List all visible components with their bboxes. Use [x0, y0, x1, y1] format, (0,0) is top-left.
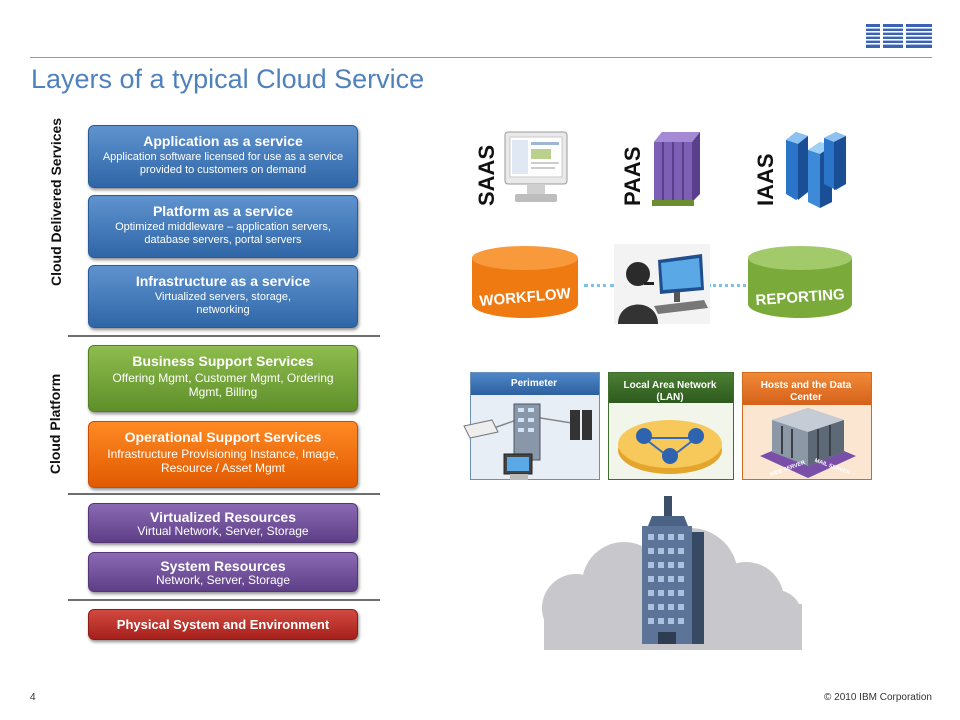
- layer-subtitle: Optimized middleware – application serve…: [115, 221, 331, 246]
- operator-icon: [614, 244, 710, 324]
- datacenter-tile-header: [743, 373, 871, 405]
- ibm-logo: [866, 24, 932, 48]
- layer-business-support-services: Business Support Services Offering Mgmt,…: [88, 345, 358, 412]
- layer-title: System Resources: [160, 558, 286, 574]
- platform-stack-icon: [652, 132, 700, 206]
- layer-title: Operational Support Services: [124, 429, 322, 445]
- layer-subtitle: Virtualized servers, storage, networking: [154, 291, 292, 316]
- cloud-delivered-label: Cloud Delivered Services: [48, 117, 64, 286]
- perimeter-tile-header: [471, 373, 599, 395]
- lan-tile-header: [609, 373, 733, 403]
- workflow-cylinder-icon: WORKFLOW: [472, 246, 578, 318]
- layer-title: Physical System and Environment: [116, 617, 330, 632]
- page-number: 4: [30, 692, 36, 703]
- lan-label: Local Area Network (LAN): [623, 380, 717, 403]
- perimeter-label: Perimeter: [510, 378, 558, 389]
- layer-subtitle: Network, Server, Storage: [155, 573, 291, 587]
- layer-title: Application as a service: [143, 133, 303, 149]
- layer-subtitle: Infrastructure Provisioning Instance, Im…: [107, 447, 339, 475]
- copyright: © 2010 IBM Corporation: [824, 692, 932, 703]
- layer-title: Business Support Services: [132, 353, 314, 369]
- separator-3: [68, 599, 380, 601]
- separator-1: [68, 335, 380, 337]
- layer-operational-support-services: Operational Support Services Infrastruct…: [88, 421, 358, 488]
- layer-title: Infrastructure as a service: [135, 273, 311, 289]
- layer-subtitle: Virtual Network, Server, Storage: [137, 524, 309, 538]
- reporting-label: REPORTING: [755, 286, 845, 309]
- layer-virtualized-resources: Virtualized Resources Virtual Network, S…: [88, 503, 358, 543]
- header-rule: [30, 57, 932, 58]
- lan-network-icon: [618, 420, 722, 474]
- perimeter-devices-icon: [463, 403, 592, 480]
- saas-label: SAAS: [474, 144, 499, 206]
- paas-label: PAAS: [620, 146, 645, 207]
- layer-physical-system-and-environment: Physical System and Environment: [88, 609, 358, 640]
- servers-icon: [786, 132, 846, 208]
- monitor-icon: [504, 131, 568, 202]
- reporting-cylinder-icon: REPORTING: [748, 246, 852, 318]
- cloud-platform-label: Cloud Platform: [47, 373, 63, 475]
- datacenter-servers-icon: WEB SERVER MAIL SERVER: [760, 408, 856, 478]
- connector-left: [584, 284, 614, 287]
- layer-title: Platform as a service: [152, 203, 294, 219]
- cloud-building-icon: [542, 496, 802, 650]
- layer-infrastructure-as-a-service: Infrastructure as a service Virtualized …: [88, 265, 358, 328]
- layer-system-resources: System Resources Network, Server, Storag…: [88, 552, 358, 592]
- layer-subtitle: Offering Mgmt, Customer Mgmt, Ordering M…: [112, 371, 334, 399]
- hosts-label: Hosts and the Data Center: [760, 380, 852, 403]
- iaas-label: IAAS: [753, 153, 778, 206]
- layer-application-as-a-service: Application as a service Application sof…: [88, 125, 358, 188]
- slide-title: Layers of a typical Cloud Service: [31, 64, 425, 94]
- separator-2: [68, 493, 380, 495]
- layer-subtitle: Application software licensed for use as…: [102, 151, 344, 176]
- layer-title: Virtualized Resources: [149, 509, 297, 525]
- layer-platform-as-a-service: Platform as a service Optimized middlewa…: [88, 195, 358, 258]
- connector-right: [708, 284, 746, 287]
